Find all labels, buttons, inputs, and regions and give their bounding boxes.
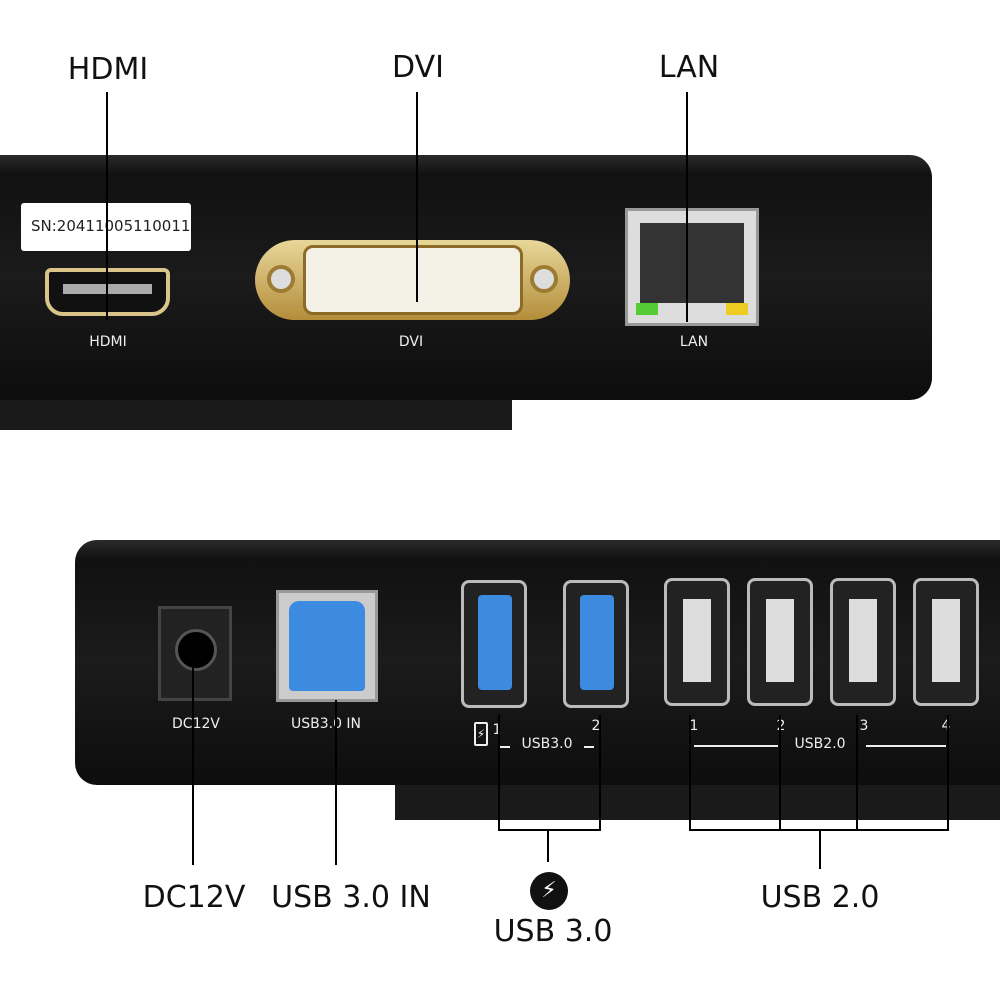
usb2-port-number-2: 2 <box>776 718 786 734</box>
hdmi-port-label: HDMI <box>89 334 127 350</box>
usb3-port-number-1: 1 <box>492 722 502 738</box>
dvi-port <box>255 240 570 320</box>
usb2-port-number-1: 1 <box>689 718 699 734</box>
usb3-callout-stem <box>547 829 549 862</box>
lan-port-label: LAN <box>679 334 709 350</box>
lan-callout-line <box>686 92 688 322</box>
dc-port-label: DC12V <box>172 716 220 732</box>
usb3-port-2 <box>563 580 629 708</box>
usb-in-callout-line <box>335 700 337 865</box>
usb3-callout-join <box>498 829 601 831</box>
usb2-callout-line-3 <box>856 715 858 830</box>
usb3-port-number-2: 2 <box>591 718 601 734</box>
lan-port <box>625 208 759 326</box>
dvi-callout-line <box>416 92 418 302</box>
usb2-callout-stem <box>819 829 821 869</box>
top-device-base <box>0 395 512 430</box>
dvi-callout: DVI <box>392 50 444 85</box>
dvi-port-label: DVI <box>398 334 424 350</box>
usb3-port-1 <box>461 580 527 708</box>
usb2-bracket-left <box>694 745 778 747</box>
usb2-callout: USB 2.0 <box>760 880 880 915</box>
dc-callout-line <box>192 660 194 865</box>
usb2-port-1 <box>664 578 730 706</box>
usb3-callout-line-1 <box>498 715 500 830</box>
lightning-icon: ⚡ <box>530 872 568 910</box>
usb-b-port <box>276 590 378 702</box>
usb2-bracket-right <box>866 745 946 747</box>
usb2-port-number-3: 3 <box>859 718 869 734</box>
usb3-group-label: USB3.0 <box>521 736 573 752</box>
usb2-port-number-4: 4 <box>941 718 951 734</box>
hdmi-callout-line <box>106 92 108 320</box>
dc-jack <box>158 606 232 701</box>
usb-in-callout: USB 3.0 IN <box>271 880 431 915</box>
usb3-callout: USB 3.0 <box>493 914 613 949</box>
battery-charging-icon: ⚡ <box>474 722 488 746</box>
lan-callout: LAN <box>658 50 720 85</box>
usb3-callout-line-2 <box>599 715 601 830</box>
usb2-callout-line-1 <box>689 715 691 830</box>
usb-in-port-label: USB3.0 IN <box>290 716 362 732</box>
usb2-port-2 <box>747 578 813 706</box>
usb2-callout-line-2 <box>779 715 781 830</box>
usb2-callout-line-4 <box>947 715 949 830</box>
hdmi-callout: HDMI <box>67 52 149 87</box>
bottom-device-base <box>395 780 1000 820</box>
usb2-port-4 <box>913 578 979 706</box>
usb3-bracket-left <box>500 746 510 748</box>
dc-callout: DC12V <box>142 880 246 915</box>
usb2-group-label: USB2.0 <box>794 736 846 752</box>
usb3-bracket-right <box>584 746 594 748</box>
usb2-port-3 <box>830 578 896 706</box>
